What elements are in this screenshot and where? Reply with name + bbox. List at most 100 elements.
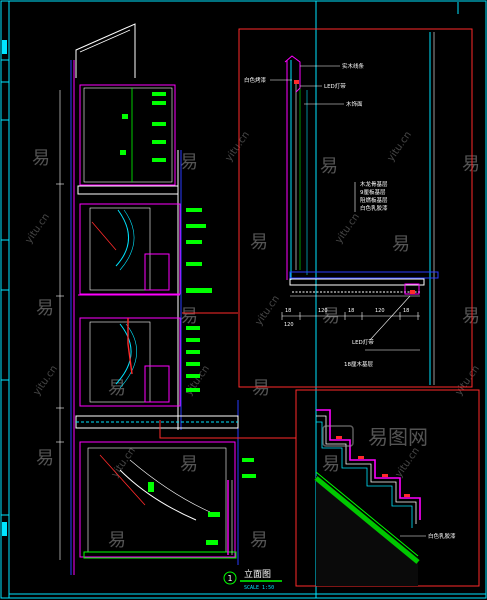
detail-label: LED灯带 — [324, 82, 346, 90]
watermark-char: 易 — [322, 454, 340, 475]
top-trim-profile — [284, 55, 301, 93]
level-2-room — [79, 203, 181, 295]
watermark-char: 易 — [32, 148, 50, 169]
callout-tag — [186, 288, 212, 293]
level-3-room — [79, 317, 181, 407]
watermark-latin: yitu.cn — [23, 212, 52, 246]
roof-inner — [79, 29, 131, 53]
watermark-char: 易 — [180, 454, 198, 475]
detail-label: 阻燃板基层 — [360, 196, 388, 204]
detail-label: LED灯带 — [352, 338, 374, 346]
detail-upper-border — [238, 28, 473, 388]
drawing-title: 立面图 — [244, 568, 271, 580]
detail-upper-dimension — [281, 312, 420, 320]
watermark-char: 易 — [36, 448, 54, 469]
watermark-char: 易 — [180, 306, 198, 327]
callout-tag — [186, 240, 202, 244]
detail-label: 实木线条 — [342, 62, 365, 70]
led-accent — [404, 494, 410, 497]
detail-label: 白色烤漆 — [244, 76, 267, 84]
elevation-main — [70, 23, 296, 575]
watermark-latin: yitu.cn — [183, 364, 212, 398]
callout-tag — [186, 388, 200, 392]
watermark-char: 易 — [108, 530, 126, 551]
callout-tag — [152, 158, 166, 162]
ground-diag — [99, 454, 146, 506]
watermark-char: 易 — [320, 156, 338, 177]
watermark-latin: yitu.cn — [109, 446, 138, 480]
ground-room — [79, 441, 236, 558]
callout-tag — [206, 540, 218, 545]
callout-tag — [186, 362, 200, 366]
watermark-char: 易 — [36, 298, 54, 319]
dimension-value: 18 — [285, 308, 291, 314]
logo-box — [322, 425, 354, 447]
watermark-latin: yitu.cn — [393, 446, 422, 480]
detail-label: 白色乳胶漆 — [360, 204, 388, 212]
detail-label: 木龙骨基层 — [360, 180, 388, 188]
watermark-latin: yitu.cn — [223, 130, 252, 164]
watermark-char: 易 — [108, 378, 126, 399]
level-2-curve — [115, 209, 129, 267]
callout-tag — [152, 92, 166, 96]
level-2-curve-inner — [119, 209, 135, 271]
watermark-layer: 易 易 易 易 易 易 易 易 易 易 易 易 易 易 易 易 易 yitu.c… — [23, 130, 482, 551]
callout-tag — [152, 122, 166, 126]
elevation-callouts — [120, 92, 256, 545]
stair-profile-inner — [316, 415, 417, 524]
callout-tag — [122, 114, 128, 119]
callout-tag — [186, 224, 206, 228]
callout-tag — [148, 482, 154, 492]
detail-label: 木饰面 — [346, 100, 363, 108]
level-3-stair — [144, 365, 170, 403]
callout-tag — [186, 350, 200, 354]
callout-tag — [186, 262, 202, 266]
level-1-slab — [77, 185, 179, 195]
led-strip-bottom — [410, 290, 415, 294]
detail-label: 白色乳胶漆 — [428, 532, 456, 540]
drawing-number-circle — [223, 571, 237, 585]
stair-stringer-edge — [315, 471, 419, 557]
roof-outline — [75, 23, 136, 78]
level-2-inner — [89, 207, 151, 291]
stair-stringer — [314, 476, 420, 564]
callout-tag — [186, 326, 200, 330]
dimension-value: 18 — [348, 308, 354, 314]
ground-stair-curve — [119, 469, 197, 521]
level-3-rail — [127, 318, 133, 375]
watermark-char: 易 — [250, 530, 268, 551]
level-1-room — [79, 84, 176, 186]
watermark-char: 易 — [252, 378, 270, 399]
level-3-curve — [115, 323, 132, 385]
dimension-value: 120 — [284, 322, 294, 328]
callout-tag — [152, 101, 166, 105]
callout-tag — [186, 338, 200, 342]
watermark-latin: yitu.cn — [333, 212, 362, 246]
drawing-title-block: 1 立面图 SCALE 1:50 — [223, 568, 282, 591]
level-2-stair — [144, 253, 170, 291]
detail-label: 18厘木基层 — [344, 360, 373, 368]
dimension-value: 18 — [403, 308, 409, 314]
detail-upper-leaders — [270, 65, 420, 351]
leader-to-detail-lower — [159, 420, 296, 439]
level-2-diag — [91, 221, 117, 251]
ground-base — [83, 551, 237, 559]
level-3-inner — [89, 321, 151, 403]
dimension-value: 120 — [375, 308, 385, 314]
led-accent — [382, 474, 388, 477]
watermark-char: 易 — [462, 154, 480, 175]
stair-profile-cyan — [316, 421, 413, 528]
floor-base-strip-2 — [289, 278, 425, 286]
floor-base-strip — [289, 271, 439, 279]
detail-lower: 白色乳胶漆 — [295, 389, 480, 587]
dimension-value: 120 — [318, 308, 328, 314]
led-strip-top — [294, 80, 299, 84]
watermark-char: 易 — [250, 232, 268, 253]
callout-tag — [152, 140, 166, 144]
callout-tag — [242, 458, 254, 462]
frame-marker-top — [2, 40, 7, 54]
led-accent — [336, 436, 342, 439]
callout-tag — [186, 374, 200, 378]
callout-tag — [186, 208, 202, 212]
